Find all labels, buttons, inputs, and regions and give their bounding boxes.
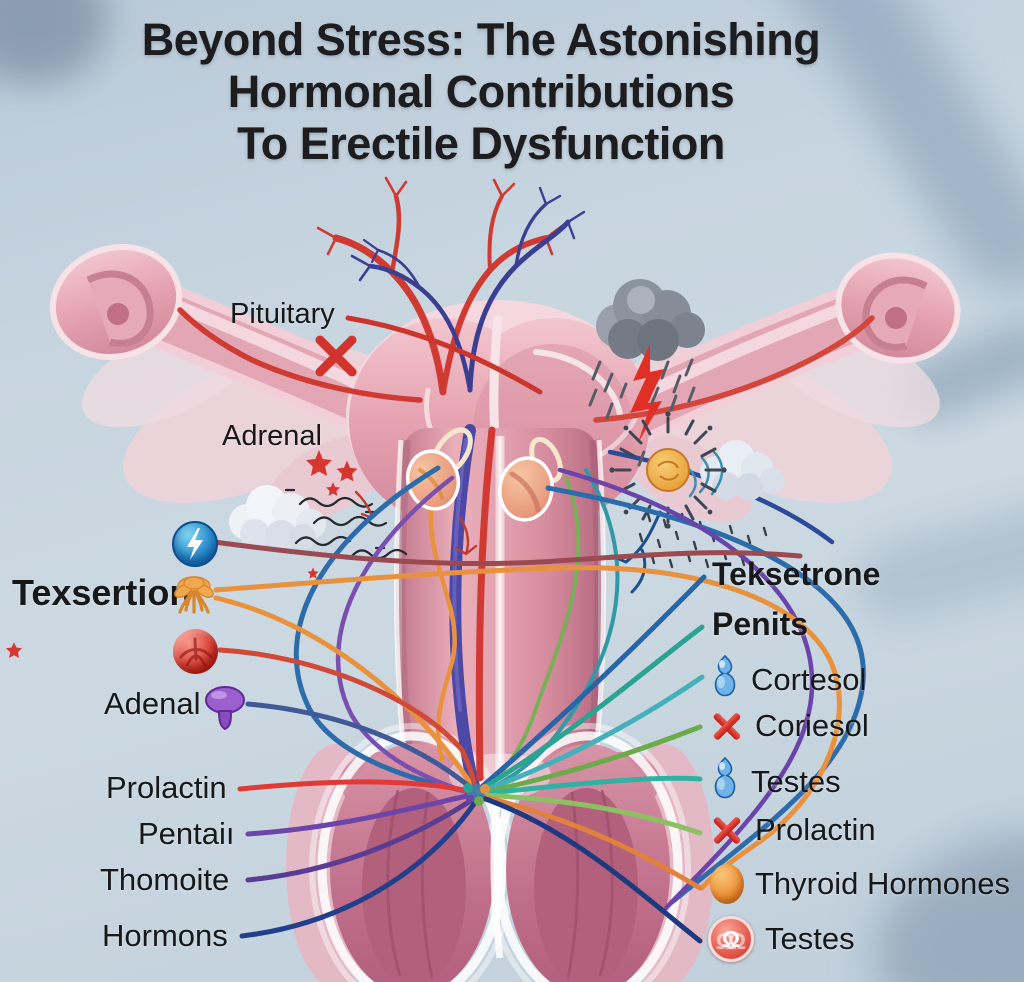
cloud-icon-left: [229, 485, 326, 552]
storm-cloud-icon: [588, 279, 705, 467]
droplet-icon: [710, 756, 740, 808]
row-testes-2: Ω Testes: [708, 916, 855, 962]
label-testes-1: Testes: [751, 764, 841, 799]
x-icon: [710, 709, 744, 743]
label-penits: Penits: [712, 606, 809, 642]
label-thomoite: Thomoite: [100, 862, 230, 897]
mushroom-icon: [203, 684, 247, 737]
winged-circle-icon: Ω: [708, 916, 754, 962]
right-horn: [593, 252, 961, 449]
row-thyroid-hormones: Thyroid Hormones: [710, 864, 1010, 904]
label-testes-2: Testes: [765, 921, 855, 956]
label-adenal: Adenal: [104, 686, 201, 721]
omega-glyph: Ω: [721, 925, 741, 952]
label-pituitary: Pituitary: [230, 298, 335, 330]
label-adrenal: Adrenal: [222, 420, 322, 452]
label-texsertion: Texsertion: [12, 572, 192, 613]
x-icon: [710, 813, 744, 847]
red-x-mark: [315, 335, 357, 377]
page-title: Beyond Stress: The Astonishing Hormonal …: [0, 14, 962, 169]
label-cortesol: Cortesol: [751, 662, 867, 697]
row-testes-1: Testes: [710, 756, 841, 808]
row-cortesol: Cortesol: [710, 654, 866, 706]
egg-icon: [710, 864, 744, 904]
row-prolactin-right: Prolactin: [710, 812, 876, 848]
droplet-icon: [710, 654, 740, 706]
label-hormons: Hormons: [102, 918, 228, 953]
hormone-connectors: [211, 465, 866, 944]
label-thyroid-hormones: Thyroid Hormones: [755, 866, 1010, 901]
label-coriesol: Coriesol: [755, 708, 869, 743]
adrenal-glands: [405, 427, 563, 522]
label-prolactin-left: Prolactin: [106, 770, 227, 805]
cloud-icon-right: [688, 440, 785, 501]
label-teksetrone: Teksetrone: [712, 556, 881, 592]
convergence-knot: [463, 783, 490, 806]
title-line-3: To Erectile Dysfunction: [237, 117, 725, 169]
label-pentai: Pentaiı: [138, 816, 235, 851]
red-sphere-icon: [173, 629, 218, 674]
bottom-lobes: [286, 723, 714, 982]
title-line-2: Hormonal Contributions: [227, 65, 735, 117]
title-line-1: Beyond Stress: The Astonishing: [141, 14, 821, 65]
lightning-icon: [172, 521, 218, 567]
row-coriesol: Coriesol: [710, 708, 869, 744]
label-prolactin-right: Prolactin: [755, 812, 876, 847]
palm-icon: [170, 570, 218, 623]
